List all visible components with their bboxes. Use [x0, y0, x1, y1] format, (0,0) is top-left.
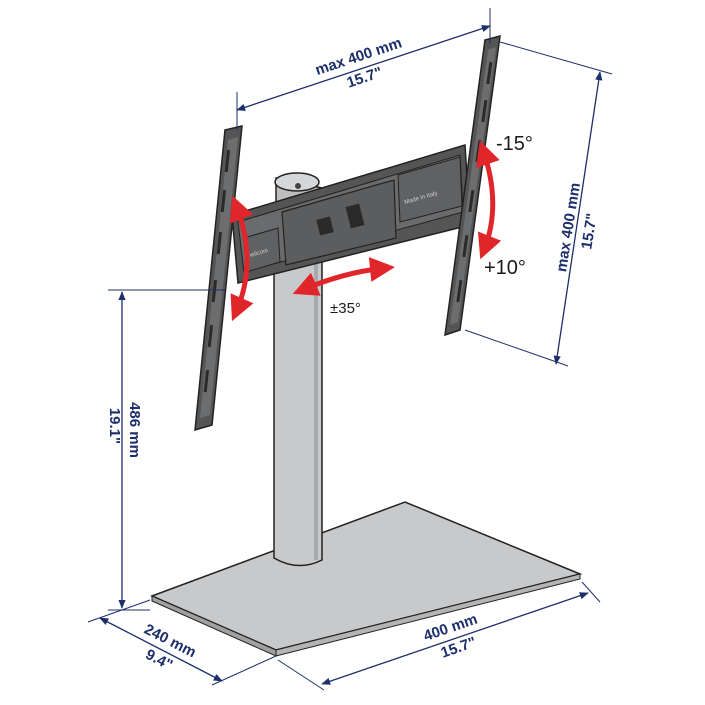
dim-left-inch: 19.1" — [106, 408, 123, 444]
tilt-up-label: -15° — [496, 133, 533, 155]
left-rail — [194, 125, 243, 432]
base-plate — [149, 501, 583, 657]
dimension-base-depth — [87, 599, 277, 686]
swivel-arrow-icon — [292, 257, 395, 296]
left-tilt-arrow-icon — [229, 195, 254, 322]
dim-right-mm: max 400 mm — [553, 181, 584, 273]
dimension-top — [236, 8, 491, 130]
dimension-right — [464, 41, 613, 367]
tilt-down-label: +10° — [484, 257, 526, 279]
mounting-arm: Made in Italy meliconi — [231, 144, 471, 284]
right-tilt-arrow-icon — [476, 140, 502, 260]
svg-text:meliconi: meliconi — [246, 248, 269, 260]
swivel-label: ±35° — [330, 300, 361, 317]
dimension-base-width — [277, 581, 601, 691]
dim-right-inch: 15.7" — [578, 212, 600, 251]
dim-left-mm: 486 mm — [126, 402, 143, 458]
dimension-left-height — [108, 289, 225, 611]
